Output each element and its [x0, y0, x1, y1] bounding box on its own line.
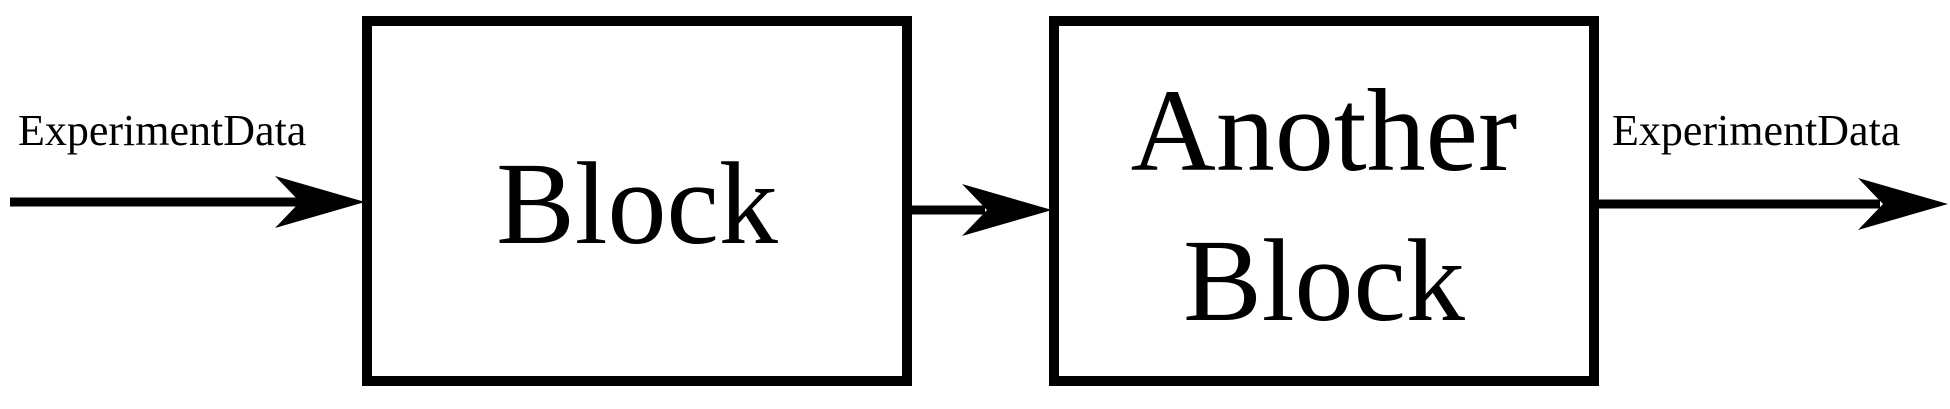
- block-1: Block: [362, 16, 912, 386]
- input-data-label: ExperimentData: [18, 106, 306, 155]
- block-2: Another Block: [1049, 16, 1599, 386]
- output-data-label: ExperimentData: [1612, 106, 1900, 155]
- block-2-label-line1: Another: [1131, 65, 1518, 196]
- input-arrow: [10, 176, 365, 228]
- block-1-label: Block: [496, 138, 778, 269]
- output-arrow: [1598, 178, 1948, 230]
- block-2-label-line2: Block: [1183, 215, 1465, 346]
- connector-arrow: [911, 184, 1052, 236]
